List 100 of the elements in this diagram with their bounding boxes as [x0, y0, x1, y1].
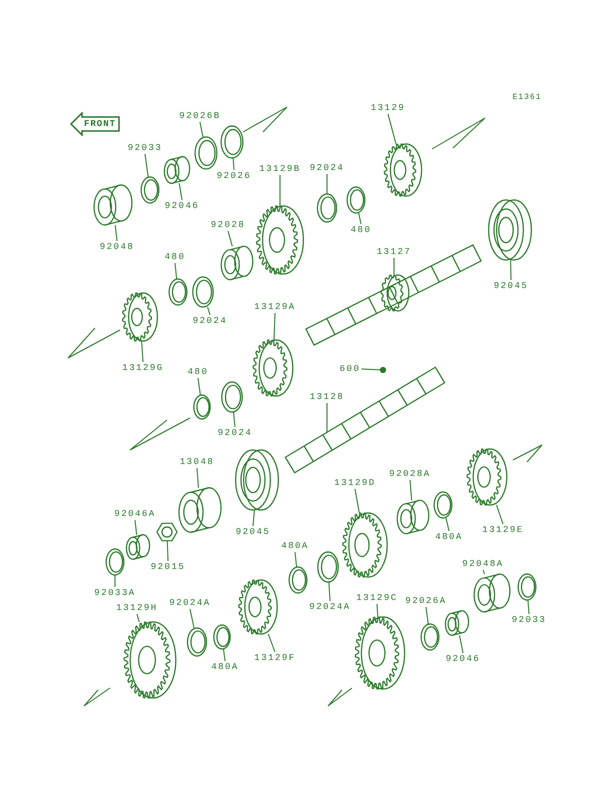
part-number: 13129B — [259, 164, 301, 174]
leader-line — [233, 412, 236, 428]
circlip — [193, 394, 211, 420]
leader-line — [114, 574, 116, 588]
leader-line — [496, 504, 504, 524]
leader-line — [200, 122, 204, 138]
part-number: 13129C — [356, 593, 398, 603]
gear — [256, 205, 304, 275]
leader-line — [223, 648, 226, 662]
leader-line — [134, 520, 138, 536]
drawing-number: E1361 — [512, 93, 542, 103]
thrust-washer — [220, 125, 244, 159]
leader-line — [510, 260, 512, 280]
gear — [238, 579, 278, 635]
leader-line — [166, 540, 168, 562]
leader-line — [274, 312, 276, 340]
gear — [384, 143, 422, 197]
circlip — [213, 624, 231, 650]
direction-label: FRONT — [84, 118, 116, 130]
collar — [396, 500, 430, 534]
circlip — [168, 278, 188, 306]
ball-bearing — [235, 449, 279, 511]
leader-line — [458, 634, 464, 654]
collar — [220, 246, 254, 280]
part-number: 13129F — [254, 653, 296, 663]
part-number: 92015 — [150, 562, 186, 572]
part-number: 13129E — [482, 525, 524, 535]
leader-line — [198, 378, 201, 396]
sleeve — [474, 574, 510, 613]
leader-line — [482, 570, 486, 575]
part-number: 92033 — [512, 615, 546, 625]
thrust-washer — [194, 136, 218, 170]
part-number: 92046A — [114, 509, 156, 519]
leader-line — [190, 608, 195, 628]
part-number: 92026 — [216, 171, 252, 181]
part-number: 92028A — [389, 469, 431, 479]
leader-line — [376, 604, 378, 618]
circlip — [288, 566, 308, 594]
toothed-washer — [192, 276, 214, 308]
gear — [124, 621, 176, 699]
leader-line — [268, 634, 276, 652]
leader-line — [252, 510, 255, 526]
part-number: 92046 — [446, 654, 480, 664]
leader-line — [410, 480, 412, 501]
needle-bearing — [164, 156, 190, 184]
part-number: 92026B — [179, 111, 221, 121]
part-number: 92024 — [192, 316, 228, 326]
leader-line — [360, 368, 381, 370]
leader-line — [114, 224, 118, 242]
leader-line — [207, 306, 210, 316]
part-number: 480A — [435, 532, 463, 542]
leader-line — [326, 402, 328, 434]
part-number: 13048 — [180, 457, 214, 467]
ball-bearing — [488, 199, 532, 261]
nut — [156, 522, 178, 542]
part-number: 600 — [340, 364, 360, 374]
circlip — [106, 548, 124, 576]
part-number: 92048 — [100, 242, 134, 252]
toothed-washer — [221, 381, 243, 413]
part-number: 92048A — [462, 559, 504, 569]
leader-line — [196, 468, 199, 488]
leader-line — [232, 158, 234, 170]
leader-line — [446, 518, 450, 532]
part-number: 480 — [350, 225, 372, 235]
leader-line — [527, 600, 530, 614]
circlip — [434, 491, 452, 519]
toothed-washer — [317, 551, 339, 583]
part-number: 92024A — [309, 602, 351, 612]
gear — [354, 616, 406, 690]
part-number: 92028 — [210, 220, 246, 230]
leader-line — [136, 614, 140, 622]
needle-bearing — [444, 610, 470, 636]
toothed-washer — [316, 193, 338, 223]
circlip — [346, 186, 366, 214]
thrust-washer — [420, 623, 440, 651]
part-number: 92045 — [236, 527, 270, 537]
leader-line — [328, 582, 330, 602]
part-number: 13129H — [116, 603, 158, 613]
shaft — [305, 244, 482, 346]
part-number: 13129D — [334, 478, 376, 488]
needle-bearing — [126, 534, 150, 560]
leader-line — [174, 262, 178, 280]
part-number: 480 — [188, 367, 208, 377]
part-number: 92046 — [164, 201, 200, 211]
part-number: 480 — [164, 252, 186, 262]
leader-line — [294, 552, 298, 568]
ball — [380, 366, 386, 374]
leader-line — [326, 174, 328, 194]
clutch-hub — [178, 487, 222, 533]
circlip — [518, 573, 536, 601]
leader-line — [141, 340, 144, 362]
part-number: 92045 — [494, 281, 528, 291]
part-number: 92033A — [94, 588, 136, 598]
gear — [466, 448, 508, 506]
leader-line — [354, 488, 360, 514]
part-number: 92026A — [405, 596, 447, 606]
part-number: 92024A — [169, 598, 211, 608]
leader-line — [426, 606, 429, 624]
part-number: 13127 — [376, 247, 412, 257]
part-number: 13128 — [310, 392, 344, 402]
